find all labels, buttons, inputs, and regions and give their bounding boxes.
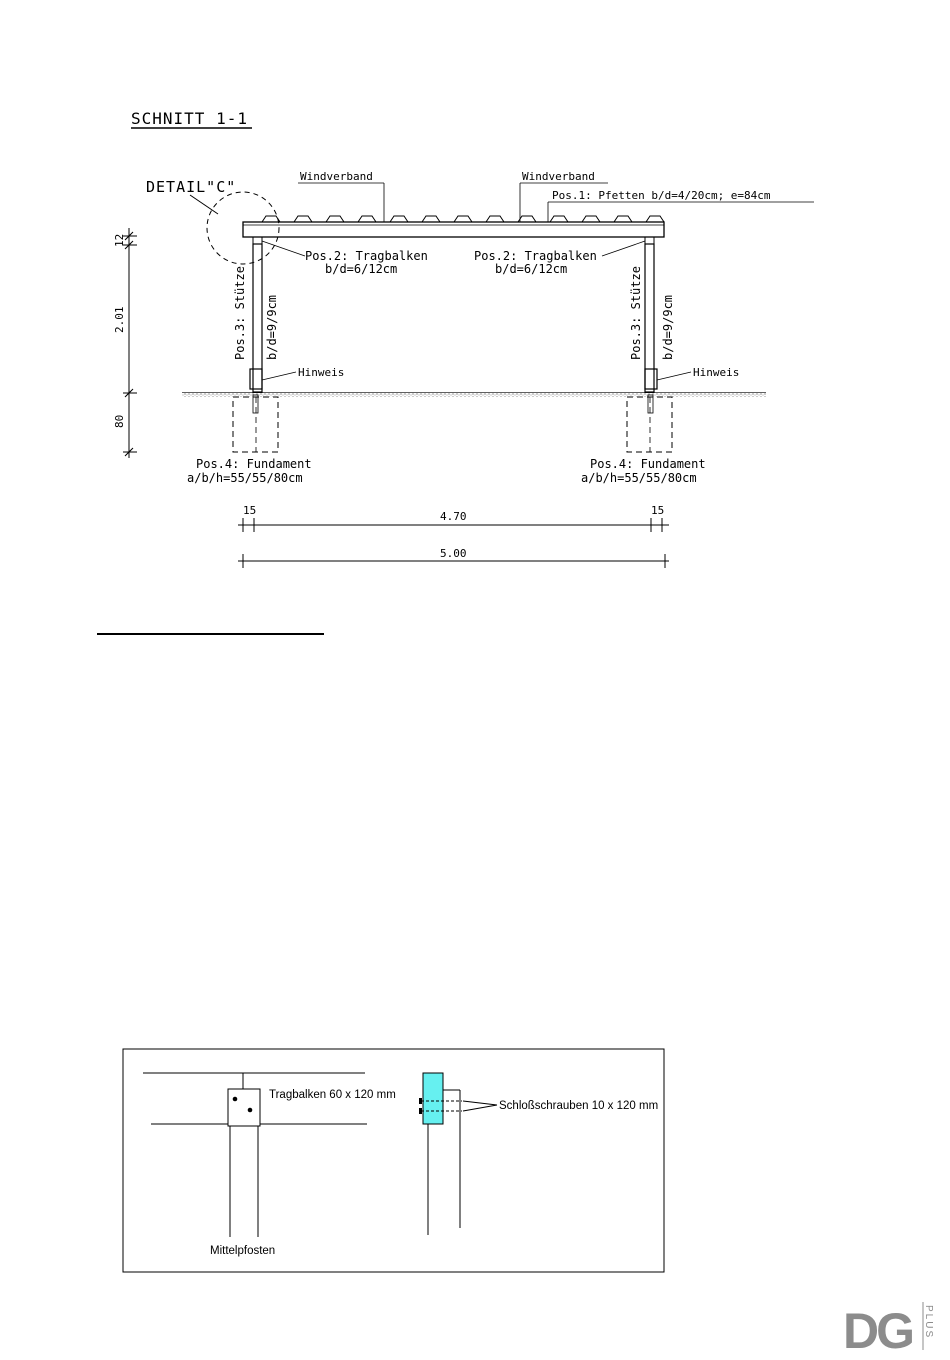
detail-box: Tragbalken 60 x 120 mm Mittelpfosten Sch… [122,1048,665,1273]
pos1-label: Pos.1: Pfetten b/d=4/20cm; e=84cm [552,189,771,202]
column-left [252,243,263,393]
detail-c-circle [206,191,280,265]
post-anchor-left [249,368,263,390]
windverband-right-label: Windverband [522,170,595,183]
hinweis-left-leader [261,371,297,381]
bolt-head-2 [419,1108,422,1114]
pos3-left-dim: b/d=9/9cm [265,295,279,360]
pos2-right-leader [601,240,646,257]
dim-height-column: 2.01 [113,307,126,334]
section-drawing: SCHNITT 1-1 DETAIL"C" Windverband Windve… [113,109,814,568]
dim-right-offset: 15 [651,504,664,517]
schrauben-leader-1 [462,1100,498,1106]
ground-hatch [182,393,766,397]
vertical-dimension-chain [123,228,137,458]
pos4-left-dim: a/b/h=55/55/80cm [187,471,303,485]
logo-side-text: PLUS [923,1305,934,1339]
schrauben-leader-2 [462,1104,498,1112]
tragbalken-section [227,1088,261,1127]
dim-height-beam: 12 [113,234,126,247]
pos2-left-dim: b/d=6/12cm [325,262,397,276]
purlin-band [242,221,665,238]
beam-side-highlight [422,1072,444,1125]
logo-letters: DG [843,1303,912,1359]
pos4-left-title: Pos.4: Fundament [196,457,312,471]
detail-c-leader [189,194,219,215]
horizontal-dimension-chain-2 [238,554,669,568]
dim-inner-span: 4.70 [440,510,467,523]
roof-profile [246,215,665,223]
dim-left-offset: 15 [243,504,256,517]
pos2-left-title: Pos.2: Tragbalken [305,249,428,263]
detail-c-label: DETAIL"C" [146,178,236,196]
pos3-right-dim: b/d=9/9cm [661,295,675,360]
pos2-right-dim: b/d=6/12cm [495,262,567,276]
pos3-left-title: Pos.3: Stütze [233,266,247,360]
foundation-right [626,396,673,453]
pos3-right-title: Pos.3: Stütze [629,266,643,360]
windverband-left-label: Windverband [300,170,373,183]
bolt-dot-2 [247,1107,253,1113]
section-title: SCHNITT 1-1 [131,109,248,128]
tragbalken-label: Tragbalken 60 x 120 mm [269,1089,396,1101]
beam-end-right [644,236,655,245]
hinweis-right-leader [656,371,692,381]
beam-end-left [252,236,263,245]
foundation-left [232,396,279,453]
hinweis-left-label: Hinweis [298,366,344,379]
dg-plus-logo: DG PLUS [843,1302,934,1359]
anchor-stem-right [647,394,654,414]
post-anchor-right [644,368,658,390]
pos4-right-title: Pos.4: Fundament [590,457,706,471]
schrauben-label: Schloßschrauben 10 x 120 mm [499,1100,658,1112]
pos2-left-leader [261,240,306,257]
dim-height-foundation: 80 [113,415,126,428]
anchor-stem-left [252,394,259,414]
pos2-right-title: Pos.2: Tragbalken [474,249,597,263]
column-right [644,243,655,393]
hinweis-right-label: Hinweis [693,366,739,379]
detail-frame [122,1048,665,1273]
bolt-head-1 [419,1098,422,1104]
dim-total-span: 5.00 [440,547,467,560]
bolt-dot-1 [232,1096,238,1102]
mittelpfosten-label: Mittelpfosten [210,1245,275,1257]
horizontal-dimension-chain-1 [238,518,669,532]
pos4-right-dim: a/b/h=55/55/80cm [581,471,697,485]
